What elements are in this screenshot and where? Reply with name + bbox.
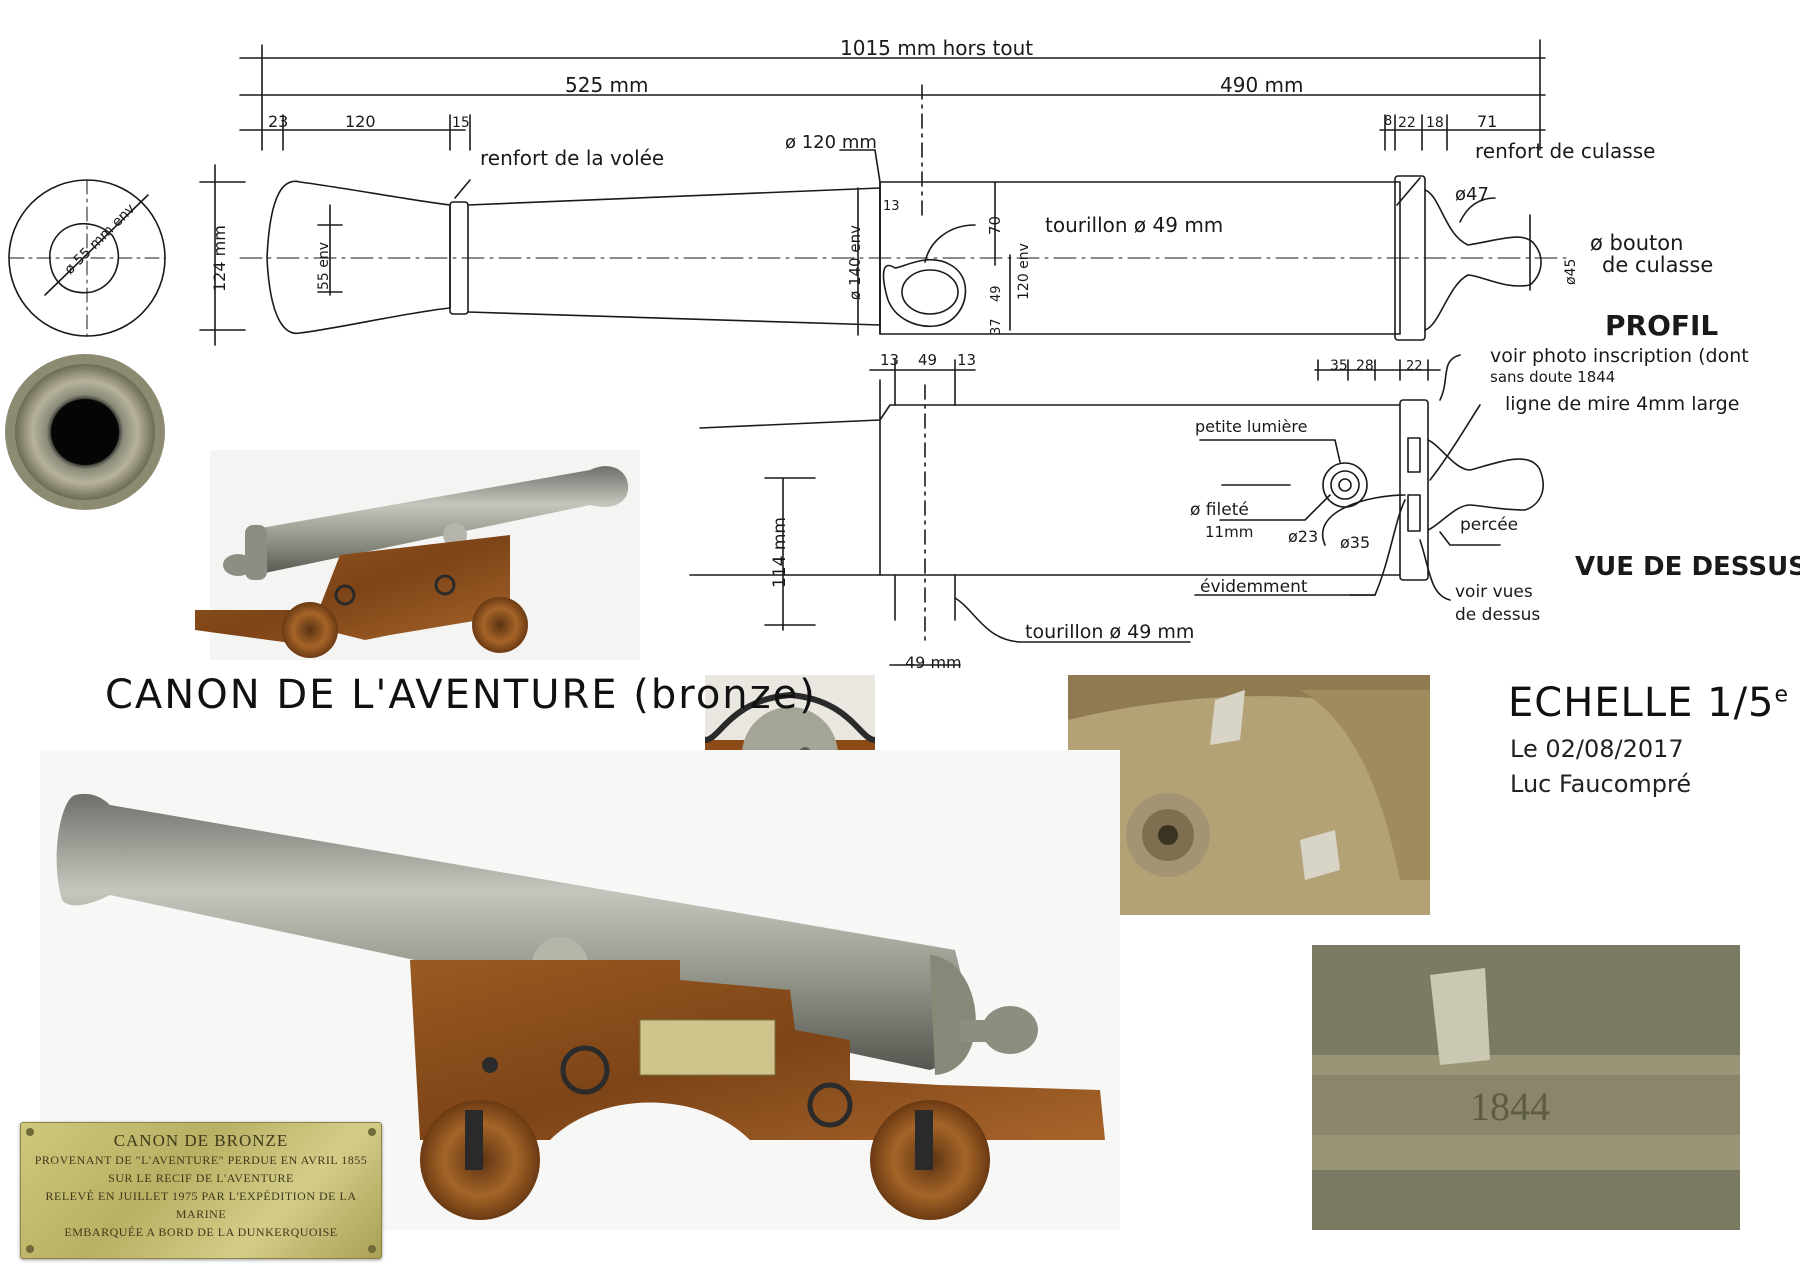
dim-muzzle-23: 23 — [268, 112, 288, 131]
dim-overall: 1015 mm hors tout — [840, 36, 1033, 60]
dim-d70: 70 — [986, 216, 1004, 235]
scale-text: ECHELLE 1/5 — [1508, 680, 1775, 726]
dim-trunnion-diam: ø 120 mm — [785, 132, 877, 153]
plaque-line-2: SUR LE RECIF DE L'AVENTURE — [108, 1171, 294, 1185]
dim-top-28: 28 — [1356, 358, 1374, 374]
label-tourillon-profil: tourillon ø 49 mm — [1045, 213, 1223, 237]
dim-d49mm: 49 mm — [905, 653, 962, 672]
dim-under-13b: 13 — [957, 351, 976, 369]
dim-d23: ø23 — [1288, 527, 1318, 546]
label-filete-1: ø fileté — [1190, 500, 1249, 520]
dim-under-49: 49 — [918, 351, 937, 369]
dim-breech-140: ø 140 env — [846, 225, 864, 300]
label-vue-dessus: VUE DE DESSUS — [1575, 552, 1800, 582]
label-petite-lumiere: petite lumière — [1195, 417, 1307, 436]
brass-plaque: CANON DE BRONZE PROVENANT DE "L'AVENTURE… — [20, 1122, 382, 1259]
label-bouton-2: de culasse — [1602, 253, 1713, 277]
dim-muzzle-circle: ø 55 mm env — [62, 201, 139, 278]
dim-d35: ø35 — [1340, 533, 1370, 552]
rivet — [368, 1245, 376, 1253]
dim-d37: 37 — [989, 318, 1004, 335]
dim-d47: ø47 — [1455, 184, 1489, 205]
rivet — [368, 1128, 376, 1136]
rivet — [26, 1245, 34, 1253]
dim-d49v: 49 — [989, 285, 1004, 302]
label-voir-photo-1: voir photo inscription (dont — [1490, 345, 1749, 367]
dim-rear: 490 mm — [1220, 73, 1304, 97]
plaque-line-1: PROVENANT DE "L'AVENTURE" PERDUE EN AVRI… — [34, 1153, 368, 1167]
plaque-title: CANON DE BRONZE — [113, 1131, 289, 1150]
dim-height-124: 124 mm — [210, 225, 229, 292]
inscription-photo: 1844 — [1312, 945, 1740, 1230]
plaque-line-3: RELEVÉ EN JUILLET 1975 PAR L'EXPÉDITION … — [45, 1189, 357, 1221]
dim-bore-55: 55 env — [316, 242, 332, 290]
scale-label: ECHELLE 1/5e — [1508, 680, 1789, 726]
label-voir-vues-1: voir vues — [1455, 582, 1533, 602]
plaque-line-4: EMBARQUÉE A BORD DE LA DUNKERQUOISE — [64, 1225, 338, 1239]
dim-trunnion-13: 13 — [883, 199, 900, 214]
dim-rear-71: 71 — [1477, 112, 1497, 131]
label-percee: percée — [1460, 515, 1518, 535]
rivet — [26, 1128, 34, 1136]
dim-front: 525 mm — [565, 73, 649, 97]
date-label: Le 02/08/2017 — [1510, 735, 1684, 763]
dim-under-13a: 13 — [880, 351, 899, 369]
label-voir-vues-2: de dessus — [1455, 605, 1540, 625]
dim-rear-18: 18 — [1426, 115, 1444, 131]
dim-muzzle-15: 15 — [452, 115, 470, 131]
label-evidemment: évidemment — [1200, 577, 1308, 597]
label-bouton-1: ø bouton — [1590, 231, 1683, 255]
label-tourillon-dessus: tourillon ø 49 mm — [1025, 621, 1194, 643]
label-voir-photo-2: sans doute 1844 — [1490, 368, 1615, 386]
page-title: CANON DE L'AVENTURE (bronze) — [105, 672, 817, 718]
muzzle-photo — [5, 354, 165, 510]
dim-top-35: 35 — [1330, 358, 1348, 374]
label-profil: PROFIL — [1605, 309, 1718, 342]
dim-d114: 114 mm — [770, 517, 790, 588]
scale-sup: e — [1774, 682, 1790, 708]
dim-rear-8: 8 — [1384, 114, 1392, 129]
author-label: Luc Faucompré — [1510, 770, 1692, 798]
label-renfort-culasse: renfort de culasse — [1475, 139, 1655, 163]
vent-photo — [1068, 675, 1430, 915]
dim-top-22: 22 — [1406, 359, 1423, 374]
svg-text:1844: 1844 — [1470, 1084, 1550, 1129]
label-ligne-mire: ligne de mire 4mm large — [1505, 393, 1739, 415]
label-renfort-volee: renfort de la volée — [480, 146, 664, 170]
dim-muzzle-120: 120 — [345, 112, 376, 131]
dim-d120env: 120 env — [1016, 243, 1032, 300]
label-filete-2: 11mm — [1205, 523, 1253, 541]
cannon-photo-small — [195, 450, 640, 660]
dim-d45: ø45 — [1563, 259, 1579, 285]
dim-rear-22: 22 — [1398, 115, 1416, 131]
